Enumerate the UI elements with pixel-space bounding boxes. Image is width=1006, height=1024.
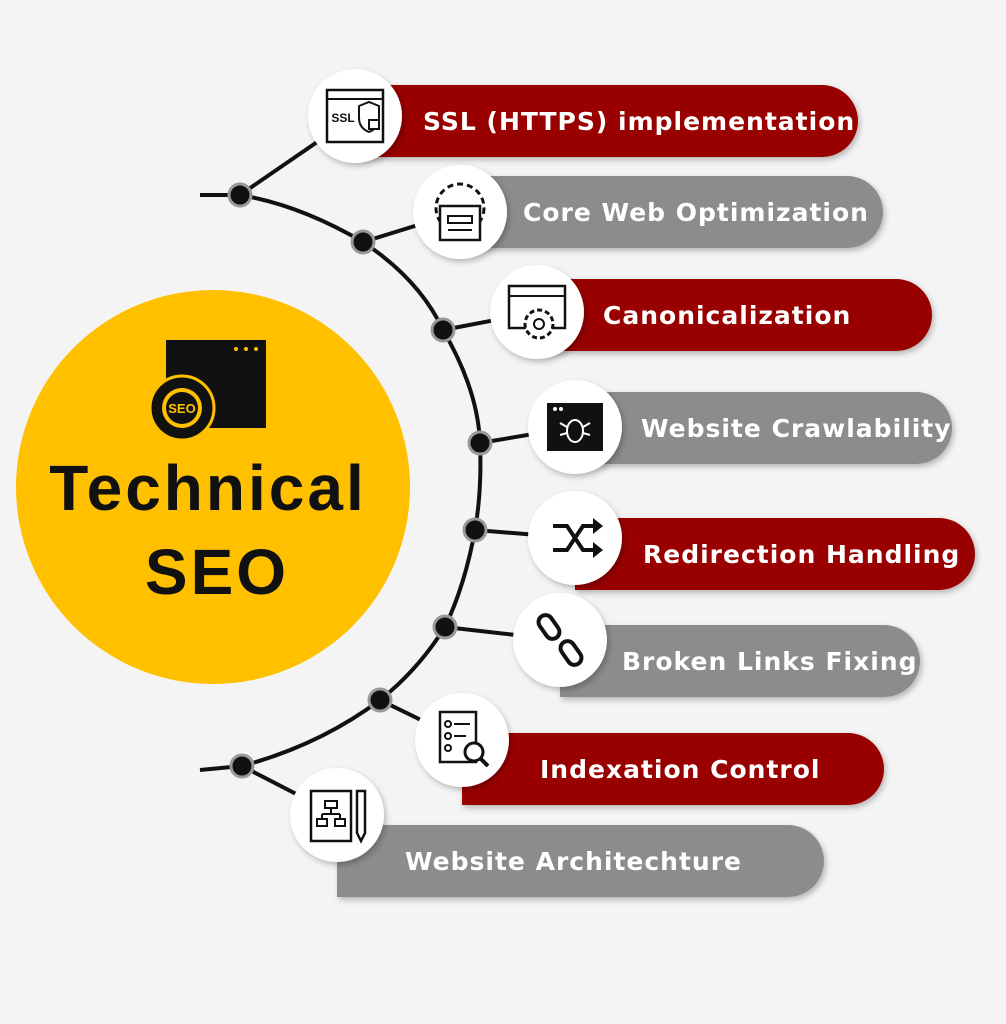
- label-pill: [575, 518, 975, 590]
- node-dot: [430, 317, 456, 343]
- label-pill: [460, 176, 883, 248]
- icon-circle: [415, 693, 509, 787]
- item-label: Website Crawlability: [641, 414, 952, 443]
- hub-circle: [16, 290, 410, 684]
- item-label: Broken Links Fixing: [622, 647, 918, 676]
- node-dot: [367, 687, 393, 713]
- node-dot: [467, 430, 493, 456]
- seo-gear-window-icon: SEO: [148, 340, 266, 442]
- sitemap-pencil-icon: [309, 789, 367, 844]
- item-website-architechture: Website Architechture: [229, 753, 824, 897]
- node-dot: [227, 182, 253, 208]
- technical-seo-hub: SEO Technical SEO: [16, 290, 410, 684]
- item-redirection-handling: Redirection Handling: [462, 491, 975, 590]
- item-core-web-optimization: Core Web Optimization: [350, 165, 883, 259]
- svg-text:SSL: SSL: [331, 111, 354, 125]
- item-label: Core Web Optimization: [523, 198, 869, 227]
- label-pill: [337, 825, 824, 897]
- gear-window-icon: [434, 182, 486, 242]
- svg-text:SEO: SEO: [168, 401, 195, 416]
- item-indexation-control: Indexation Control: [367, 687, 884, 805]
- checklist-search-icon: [438, 710, 490, 768]
- item-label: SSL (HTTPS) implementation: [423, 107, 855, 136]
- label-pill: [537, 279, 932, 351]
- item-ssl-https-implementation: SSL SSL (HTTPS) implementation: [227, 69, 858, 208]
- bug-window-icon: [547, 403, 603, 451]
- item-broken-links-fixing: Broken Links Fixing: [432, 593, 920, 697]
- label-pill: [575, 392, 952, 464]
- item-label: Indexation Control: [540, 755, 821, 784]
- label-pill: [462, 733, 884, 805]
- icon-circle: [513, 593, 607, 687]
- item-website-crawlability: Website Crawlability: [467, 380, 952, 474]
- label-pill: [560, 625, 920, 697]
- item-canonicalization: Canonicalization: [430, 265, 932, 359]
- shuffle-arrows-icon: [553, 518, 603, 558]
- item-label: Redirection Handling: [643, 540, 960, 569]
- node-dot: [229, 753, 255, 779]
- label-pill: [355, 85, 858, 157]
- item-label: Website Architechture: [405, 847, 742, 876]
- icon-circle: [308, 69, 402, 163]
- node-dot: [432, 614, 458, 640]
- window-gear-icon: [507, 284, 567, 340]
- broken-link-icon: [536, 613, 584, 667]
- hub-title-line1: Technical: [49, 452, 366, 524]
- item-label: Canonicalization: [603, 301, 851, 330]
- node-dot: [462, 517, 488, 543]
- node-dot: [350, 229, 376, 255]
- hub-title-line2: SEO: [145, 536, 289, 608]
- ssl-shield-lock-icon: SSL: [325, 88, 385, 144]
